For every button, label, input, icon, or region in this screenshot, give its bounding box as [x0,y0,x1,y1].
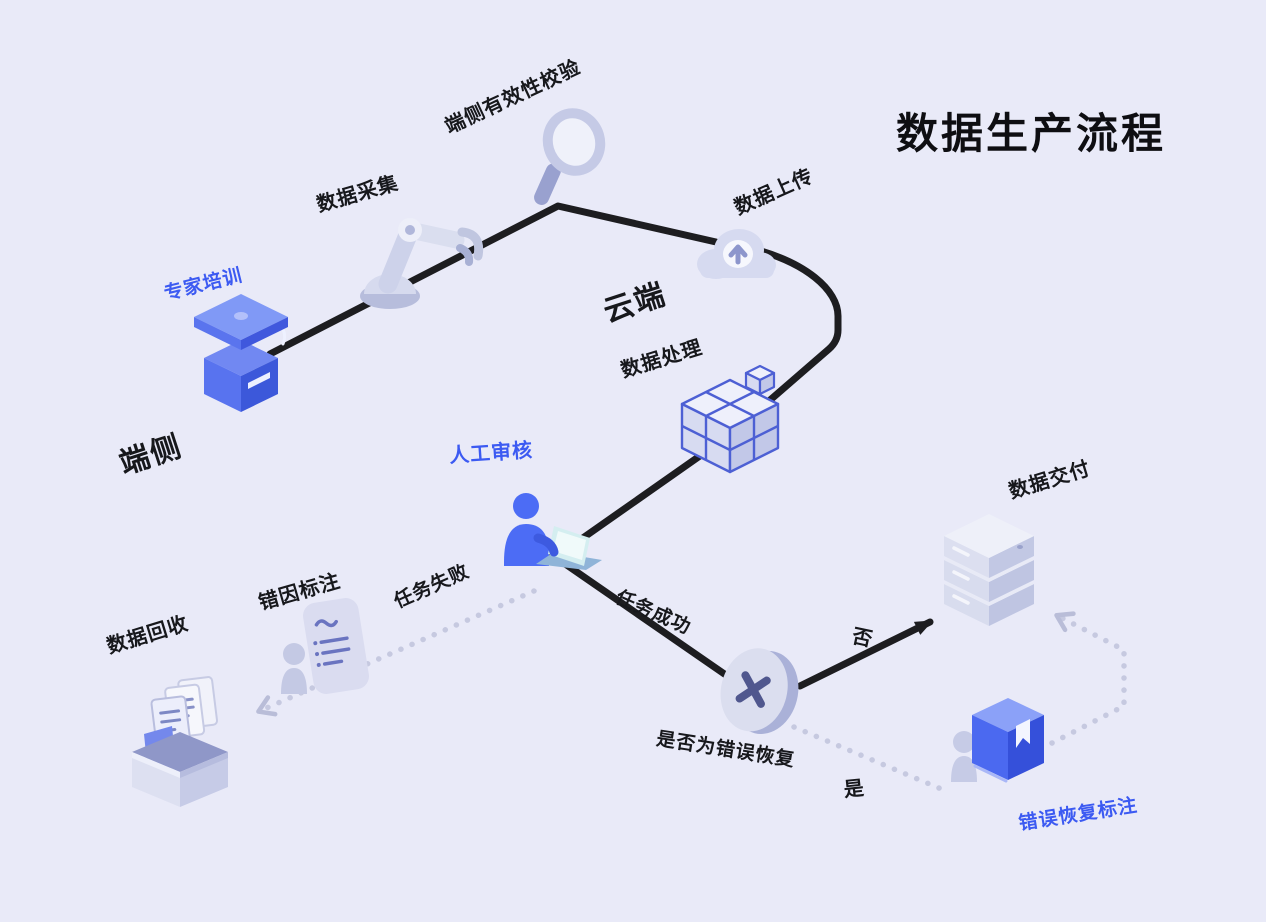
edge-task-failed-path [256,588,537,717]
edge-recovery-feedback-path [1049,611,1127,746]
edge-yes-path [791,724,949,794]
edge-processing-to-review-path [576,442,718,544]
edge-no-path [796,618,934,690]
edge-upload-to-processing-path [746,244,842,418]
dotted-return-paths [256,588,1127,794]
node-label-manual-review: 人工审核 [448,439,534,468]
edge-review-to-decision-path [541,546,740,686]
main-flow-paths [266,202,934,690]
page-title: 数据生产流程 [895,110,1166,157]
edge-label-yes: 是 [842,777,866,802]
